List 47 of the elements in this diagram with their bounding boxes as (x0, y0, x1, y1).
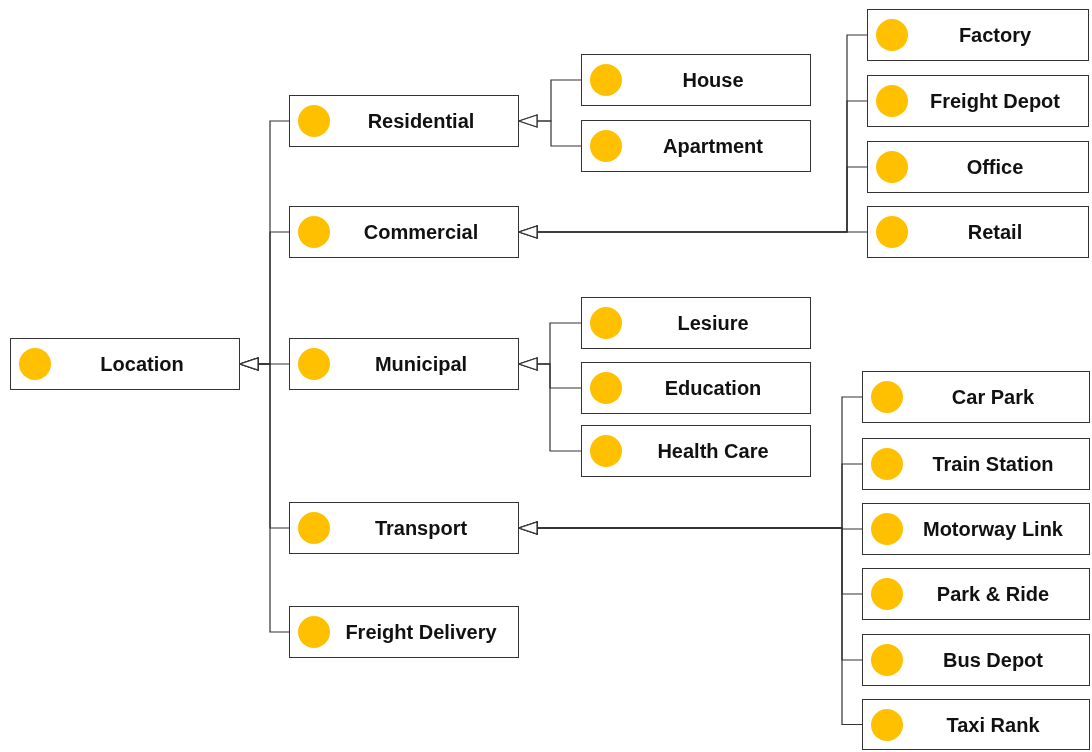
class-name: Lesiure (677, 311, 749, 336)
class-box (581, 120, 811, 172)
class-name: Freight Delivery (345, 620, 497, 645)
class-box (867, 9, 1089, 61)
class-box (289, 502, 519, 554)
class-box (289, 95, 519, 147)
class-name: Park & Ride (936, 582, 1050, 607)
inheritance-arrow (518, 357, 582, 452)
class-box (867, 141, 1089, 193)
class-box (289, 206, 519, 258)
class-box (862, 371, 1090, 423)
class-name: Motorway Link (923, 517, 1063, 542)
class-name: Transport (374, 516, 468, 541)
class-box (862, 503, 1090, 555)
class-name: Office (966, 155, 1024, 180)
class-box (867, 75, 1089, 127)
inheritance-arrow (518, 225, 868, 239)
class-name: Health Care (657, 439, 769, 464)
class-box (581, 54, 811, 106)
class-name: House (682, 68, 744, 93)
class-box (289, 606, 519, 658)
class-name: Commercial (363, 220, 479, 245)
class-name: Freight Depot (930, 89, 1060, 114)
class-box (862, 634, 1090, 686)
class-box (581, 425, 811, 477)
class-name: Car Park (951, 385, 1035, 410)
inheritance-arrow (518, 521, 863, 726)
class-box (867, 206, 1089, 258)
class-box (581, 362, 811, 414)
class-name: Bus Depot (943, 648, 1043, 673)
class-box (862, 699, 1090, 750)
class-name: Location (100, 352, 184, 377)
inheritance-arrow (239, 357, 290, 633)
class-box (862, 438, 1090, 490)
class-name: Residential (367, 109, 475, 134)
inheritance-arrow (518, 114, 582, 147)
class-name: Retail (967, 220, 1023, 245)
class-box (289, 338, 519, 390)
class-name: Factory (958, 23, 1032, 48)
class-name: Education (664, 376, 762, 401)
class-name: Apartment (663, 134, 763, 159)
class-name: Taxi Rank (946, 712, 1040, 738)
class-box (581, 297, 811, 349)
class-name: Train Station (932, 452, 1054, 477)
class-name: Municipal (374, 352, 468, 377)
class-box (862, 568, 1090, 620)
class-box (10, 338, 240, 390)
